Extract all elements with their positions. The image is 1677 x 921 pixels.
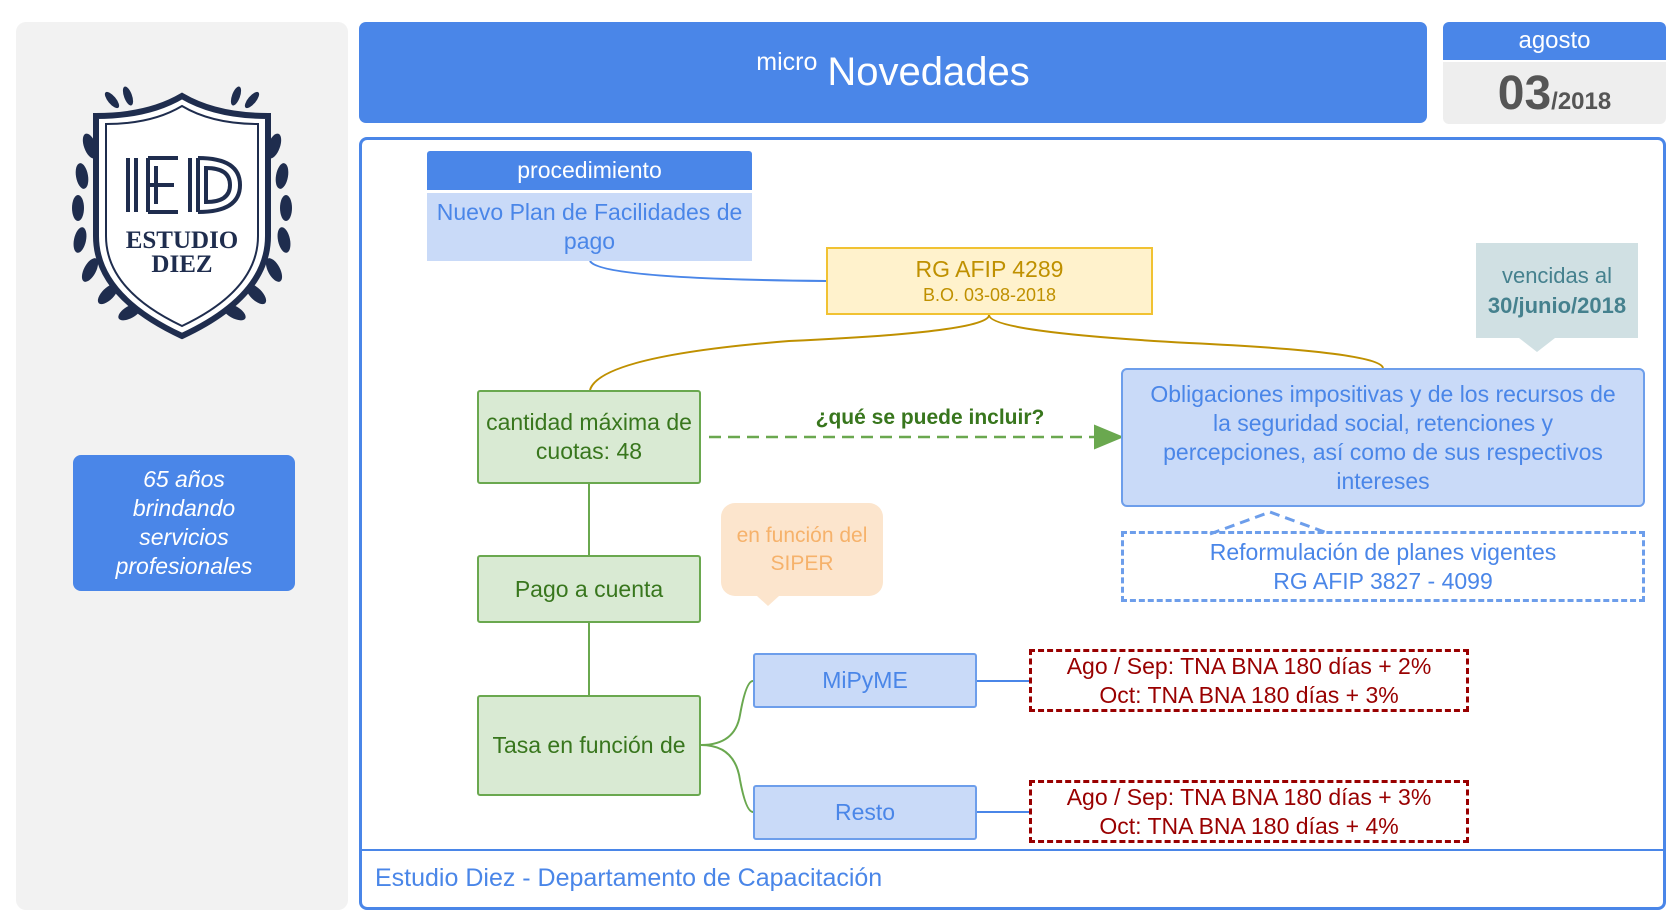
date-day: 03 [1497,66,1552,120]
date-year: /2018 [1551,88,1612,115]
years-badge: 65 años brindando servicios profesionale… [73,455,295,591]
siper-note: en función del SIPER [721,503,883,596]
expired-line1: vencidas al [1501,262,1613,288]
payment-account-box: Pago a cuenta [477,555,701,623]
reformulation-line1: Reformulación de planes vigentes [1209,538,1557,565]
logo-text-line1: ESTUDIO [125,227,239,254]
header-bar: micro Novedades [359,22,1427,123]
reformulation-line2: RG AFIP 3827 - 4099 [1273,567,1493,594]
rate-rest-line2: Oct: TNA BNA 180 días + 4% [1099,812,1399,839]
footer-divider [362,849,1663,851]
page-title: Novedades [827,50,1030,94]
main-panel [359,137,1666,910]
rate-rest-box: Ago / Sep: TNA BNA 180 días + 3% Oct: TN… [1029,780,1469,843]
max-installments-box: cantidad máxima de cuotas: 48 [477,390,701,484]
header-prefix: micro [756,48,818,76]
rate-mipyme-line2: Oct: TNA BNA 180 días + 3% [1099,681,1399,708]
rest-box: Resto [753,785,977,840]
logo-crest-icon [72,86,292,340]
logo-text-line2: DIEZ [151,251,213,278]
rate-box: Tasa en función de [477,695,701,796]
rate-mipyme-box: Ago / Sep: TNA BNA 180 días + 2% Oct: TN… [1029,649,1469,712]
expired-date: 30/junio/2018 [1487,292,1627,318]
include-question-label: ¿qué se puede incluir? [815,406,1045,429]
procedure-title: Nuevo Plan de Facilidades de pago [427,193,752,261]
date-month: agosto [1443,22,1666,60]
procedure-header: procedimiento [427,151,752,190]
rg-subtitle: B.O. 03-08-2018 [922,285,1057,305]
rg-title: RG AFIP 4289 [915,256,1064,282]
obligations-box: Obligaciones impositivas y de los recurs… [1121,368,1645,507]
mipyme-box: MiPyME [753,653,977,708]
estudio-diez-logo: ESTUDIO DIEZ [68,86,296,346]
expired-note: vencidas al 30/junio/2018 [1476,243,1638,338]
rate-mipyme-line1: Ago / Sep: TNA BNA 180 días + 2% [1066,652,1432,679]
date-day-box: 03 /2018 [1443,62,1666,124]
footer-text: Estudio Diez - Departamento de Capacitac… [375,863,883,892]
reformulation-box: Reformulación de planes vigentes RG AFIP… [1121,531,1645,602]
rate-rest-line1: Ago / Sep: TNA BNA 180 días + 3% [1066,783,1432,810]
rg-afip-box: RG AFIP 4289 B.O. 03-08-2018 [826,247,1153,315]
